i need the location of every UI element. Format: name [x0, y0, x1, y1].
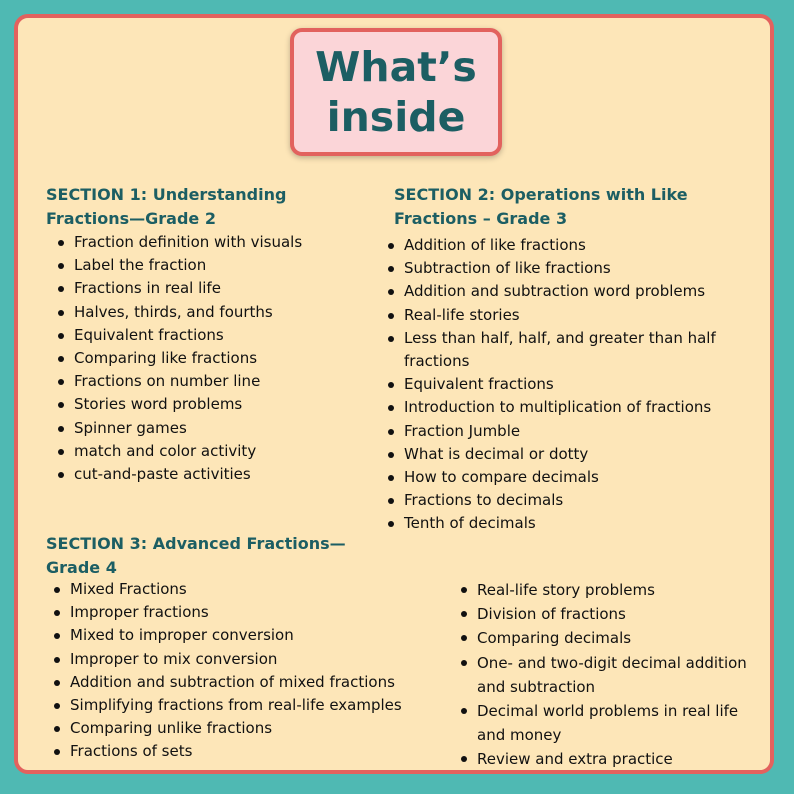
list-item: Decimal world problems in real life and … [457, 699, 757, 747]
list-item: Stories word problems [54, 393, 374, 416]
list-item: Fraction definition with visuals [54, 231, 374, 254]
section-2-heading: SECTION 2: Operations with Like Fraction… [394, 183, 688, 231]
list-item: Comparing decimals [457, 626, 757, 650]
list-item: Simplifying fractions from real-life exa… [50, 694, 450, 717]
section-1-heading: SECTION 1: Understanding Fractions—Grade… [46, 183, 286, 231]
list-item: Label the fraction [54, 254, 374, 277]
list-item: cut-and-paste activities [54, 463, 374, 486]
section-1-heading-line-2: Fractions—Grade 2 [46, 209, 216, 228]
section-2-list: Addition of like fractions Subtraction o… [384, 234, 762, 536]
list-item: Comparing like fractions [54, 347, 374, 370]
list-item: Division of fractions [457, 602, 757, 626]
list-item: Halves, thirds, and fourths [54, 301, 374, 324]
list-item: Tenth of decimals [384, 512, 762, 535]
list-item: Fractions of sets [50, 740, 450, 763]
section-3-list-left: Mixed Fractions Improper fractions Mixed… [50, 578, 450, 764]
list-item: Addition of like fractions [384, 234, 762, 257]
title-box: What’s inside [290, 28, 502, 156]
list-item: Improper to mix conversion [50, 648, 450, 671]
list-item: Less than half, half, and greater than h… [384, 327, 762, 373]
title-line-1: What’s [315, 43, 477, 91]
list-item: Equivalent fractions [54, 324, 374, 347]
list-item: Introduction to multiplication of fracti… [384, 396, 762, 419]
section-2-heading-line-1: SECTION 2: Operations with Like [394, 185, 688, 204]
title-line-2: inside [326, 93, 466, 141]
list-item: Review and extra practice [457, 747, 757, 771]
list-item: How to compare decimals [384, 466, 762, 489]
section-2-heading-line-2: Fractions – Grade 3 [394, 209, 568, 228]
list-item: Fractions in real life [54, 277, 374, 300]
list-item: Fractions to decimals [384, 489, 762, 512]
list-item: Spinner games [54, 417, 374, 440]
section-3-list-right: Real-life story problems Division of fra… [457, 578, 757, 772]
list-item: Improper fractions [50, 601, 450, 624]
section-1-heading-line-1: SECTION 1: Understanding [46, 185, 287, 204]
list-item: Equivalent fractions [384, 373, 762, 396]
list-item: Real-life story problems [457, 578, 757, 602]
list-item: One- and two-digit decimal addition and … [457, 651, 757, 699]
list-item: Addition and subtraction of mixed fracti… [50, 671, 450, 694]
list-item: Subtraction of like fractions [384, 257, 762, 280]
section-3-heading-line-2: Grade 4 [46, 558, 117, 577]
section-3-heading-line-1: SECTION 3: Advanced Fractions— [46, 534, 346, 553]
list-item: What is decimal or dotty [384, 443, 762, 466]
list-item: Mixed Fractions [50, 578, 450, 601]
section-1-list: Fraction definition with visuals Label t… [54, 231, 374, 486]
list-item: Fractions on number line [54, 370, 374, 393]
list-item: Mixed to improper conversion [50, 624, 450, 647]
list-item: match and color activity [54, 440, 374, 463]
list-item: Comparing unlike fractions [50, 717, 450, 740]
list-item: Real-life stories [384, 304, 762, 327]
list-item: Addition and subtraction word problems [384, 280, 762, 303]
list-item: Fraction Jumble [384, 420, 762, 443]
section-3-heading: SECTION 3: Advanced Fractions— Grade 4 [46, 532, 346, 580]
